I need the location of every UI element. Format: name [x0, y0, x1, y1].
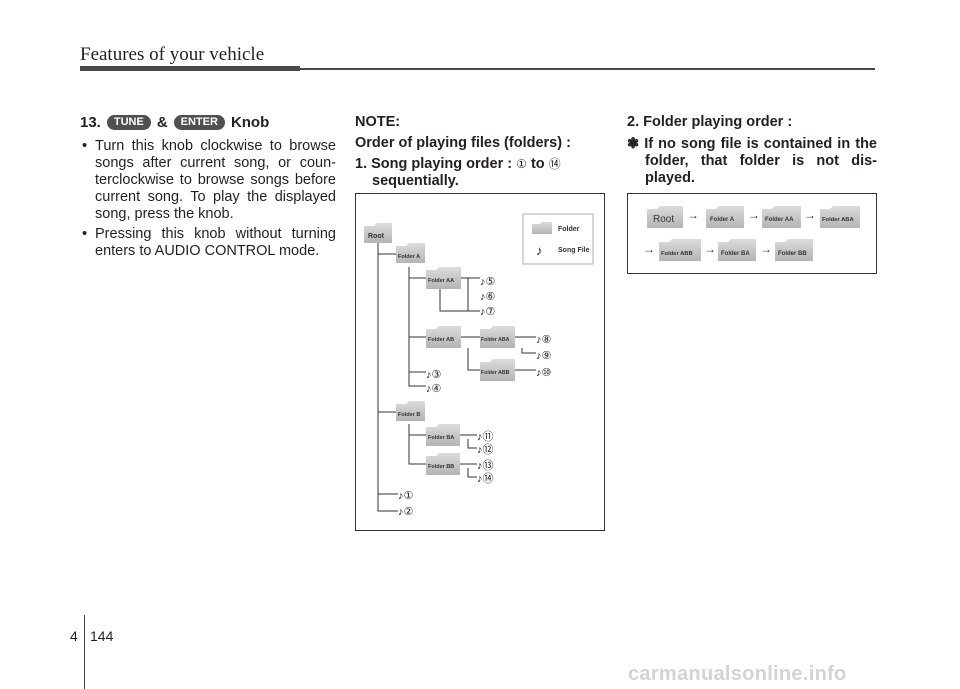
folder-tree-diagram: Folder ♪ Song File Root Folder A	[355, 193, 605, 531]
song-file: ♪⑥	[480, 291, 496, 303]
order-root-label: Root	[653, 214, 674, 225]
folder-a-label: Folder A	[398, 254, 420, 260]
folder-a: Folder A	[396, 243, 425, 263]
song-file: ♪②	[398, 506, 414, 518]
section-number: 4	[70, 628, 78, 644]
note-label: NOTE:	[355, 114, 401, 130]
order-folder: Folder A	[706, 206, 744, 228]
order-folder-label: Folder BB	[778, 251, 807, 257]
song-file: ♪⑦	[480, 306, 496, 318]
folder-order-svg: Root → Folder A → Folder AA → Folder ABA…	[643, 206, 860, 261]
folder-aba-label: Folder ABA	[481, 337, 510, 343]
knob-bullets: Turn this knob clockwise to browse songs…	[80, 138, 336, 260]
page-header-title: Features of your vehicle	[80, 44, 265, 65]
folder-order-note: ❃ If no song file is contained in the fo…	[627, 136, 877, 187]
folder-aa-label: Folder AA	[428, 278, 454, 284]
folder-aba: Folder ABA	[480, 326, 515, 348]
order-folder-label: Folder BA	[721, 251, 750, 257]
order-folder-label: Folder A	[710, 217, 735, 223]
song-file: ♪③	[426, 369, 442, 381]
order-folder: Folder AA	[762, 206, 801, 228]
order-folder: Folder BB	[775, 239, 813, 261]
heading-amp: &	[156, 114, 168, 131]
song-file: ♪①	[398, 490, 414, 502]
folder-order-note-text: If no song file is contained in the fold…	[644, 136, 877, 186]
song-file: ♪⑪	[477, 430, 494, 443]
song-file: ♪⑫	[477, 443, 494, 456]
song-order-item: 1. Song playing order : ① to ⑭ sequentia…	[355, 156, 608, 190]
arrow-icon: →	[748, 208, 760, 222]
note-subtitle: Order of playing files (folders) :	[355, 135, 571, 151]
folder-ba-label: Folder BA	[428, 435, 454, 441]
song-file: ♪⑤	[480, 276, 496, 288]
knob-section: 13. TUNE & ENTER Knob Turn this knob clo…	[80, 114, 336, 263]
arrow-icon: →	[704, 242, 716, 256]
song-order-from: ①	[516, 157, 527, 171]
arrow-icon: →	[643, 242, 655, 256]
page-number: 144	[90, 628, 114, 644]
folder-order-title: 2. Folder playing order :	[627, 114, 793, 130]
song-file: ♪⑬	[477, 459, 494, 472]
song-files: ♪⑤ ♪⑥ ♪⑦ ♪⑧ ♪⑨ ♪⑩ ♪③ ♪④ ♪⑪ ♪⑫ ♪⑬ ♪⑭ ♪① ♪…	[398, 276, 552, 518]
arrow-icon: →	[687, 208, 699, 222]
enter-badge: ENTER	[173, 115, 225, 130]
bullet-item: Pressing this knob without turning enter…	[80, 226, 336, 260]
folder-bb-label: Folder BB	[428, 464, 454, 470]
legend-box	[522, 213, 594, 265]
knob-heading: 13. TUNE & ENTER Knob	[80, 114, 336, 131]
song-file: ♪⑨	[536, 350, 552, 362]
folder-aa: Folder AA	[426, 267, 461, 289]
folder-b-label: Folder B	[398, 412, 420, 418]
legend-song-label: Song File	[558, 247, 590, 254]
header-rule-thin	[300, 68, 875, 70]
note-section: NOTE: Order of playing files (folders) :…	[355, 114, 608, 190]
footer-divider	[84, 615, 85, 689]
watermark: carmanualsonline.info	[628, 663, 847, 685]
order-folder-label: Folder ABB	[661, 251, 693, 257]
tune-badge: TUNE	[106, 115, 151, 130]
folder-ab-label: Folder AB	[428, 337, 454, 343]
legend-song-icon: ♪	[536, 243, 543, 258]
folder-abb: Folder ABB	[480, 359, 515, 381]
order-folder: Folder ABA	[820, 206, 860, 228]
note-star-icon: ❃	[627, 136, 640, 152]
song-order-text: 1. Song playing order :	[355, 156, 513, 172]
order-folder-label: Folder AA	[765, 217, 794, 223]
legend-folder-icon	[532, 222, 552, 234]
bullet-item: Turn this knob clockwise to browse songs…	[80, 138, 336, 223]
arrow-icon: →	[760, 242, 772, 256]
song-file: ♪④	[426, 383, 442, 395]
order-folder: Folder BA	[718, 239, 756, 261]
order-root: Root	[647, 206, 683, 228]
folder-bb: Folder BB	[426, 453, 460, 475]
song-order-post: sequentially.	[372, 173, 459, 189]
folder-order-diagram: Root → Folder A → Folder AA → Folder ABA…	[627, 193, 877, 274]
order-folder-label: Folder ABA	[822, 217, 854, 223]
song-order-to: ⑭	[548, 157, 561, 171]
folder-ba: Folder BA	[426, 424, 460, 446]
song-file: ♪⑭	[477, 472, 494, 485]
heading-number: 13.	[80, 114, 101, 131]
legend-folder-label: Folder	[558, 226, 580, 233]
folder-abb-label: Folder ABB	[481, 370, 510, 376]
folder-b: Folder B	[396, 401, 425, 421]
folder-root: Root	[364, 223, 392, 243]
arrow-icon: →	[804, 208, 816, 222]
header-rule-thick	[80, 66, 300, 71]
root-label: Root	[368, 233, 385, 240]
heading-tail: Knob	[230, 114, 270, 131]
folder-ab: Folder AB	[426, 326, 461, 348]
song-file: ♪⑧	[536, 334, 552, 346]
folder-order-section: 2. Folder playing order : ❃ If no song f…	[627, 114, 877, 187]
order-folder: Folder ABB	[659, 239, 701, 261]
song-file: ♪⑩	[536, 367, 552, 379]
song-order-to-word: to	[530, 156, 545, 172]
folder-tree-svg: Folder ♪ Song File Root Folder A	[364, 213, 594, 518]
